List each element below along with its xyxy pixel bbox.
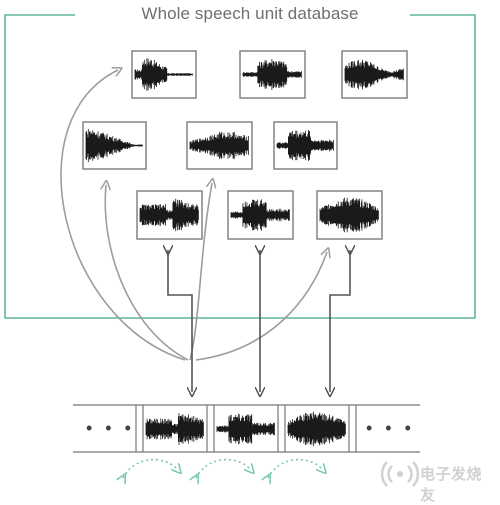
database-units <box>82 50 408 240</box>
sequence-segment <box>287 411 346 447</box>
database-title: Whole speech unit database <box>110 4 390 24</box>
sequence-ellipsis-left: • • • <box>86 418 135 438</box>
antenna-logo-icon <box>380 461 420 487</box>
join-arrow-3 <box>268 458 323 478</box>
waveform <box>319 197 379 233</box>
speech-unit-box <box>136 190 203 240</box>
join-arrow-1 <box>123 458 178 478</box>
sequence-dividers <box>135 405 357 452</box>
arrow-selected-1 <box>168 250 192 392</box>
sequence-waveforms <box>145 411 346 447</box>
speech-unit-box <box>239 50 306 99</box>
output-sequence <box>73 404 420 453</box>
sequence-ellipsis-right: • • • <box>366 418 415 438</box>
sequence-segment <box>145 413 204 445</box>
database-frame <box>4 14 476 319</box>
arrow-selected-3 <box>330 250 350 392</box>
waveform <box>189 131 249 160</box>
watermark-text: 电子发烧友 <box>420 466 483 504</box>
speech-unit-box <box>341 50 408 99</box>
speech-unit-box <box>186 121 253 170</box>
join-arrow-2 <box>196 458 251 478</box>
waveform <box>216 413 275 445</box>
speech-unit-box <box>131 50 197 99</box>
waveform <box>276 130 334 161</box>
waveform <box>139 198 199 232</box>
speech-unit-box <box>273 121 338 170</box>
arrow-to-unit-4 <box>195 252 327 361</box>
waveform <box>145 413 204 445</box>
waveform <box>344 59 404 90</box>
arrow-to-unit-1 <box>60 70 186 361</box>
waveform <box>230 199 290 231</box>
watermark-logo: 电子发烧友 <box>380 452 496 504</box>
waveform <box>242 59 302 90</box>
waveform <box>134 58 193 91</box>
join-cost-arrows <box>123 458 323 478</box>
selection-arrows <box>168 250 350 392</box>
speech-unit-box <box>82 121 147 170</box>
sequence-segment <box>216 413 275 445</box>
speech-unit-box <box>227 190 294 240</box>
speech-unit-box <box>316 190 383 240</box>
waveform <box>287 411 346 447</box>
waveform <box>85 128 143 163</box>
